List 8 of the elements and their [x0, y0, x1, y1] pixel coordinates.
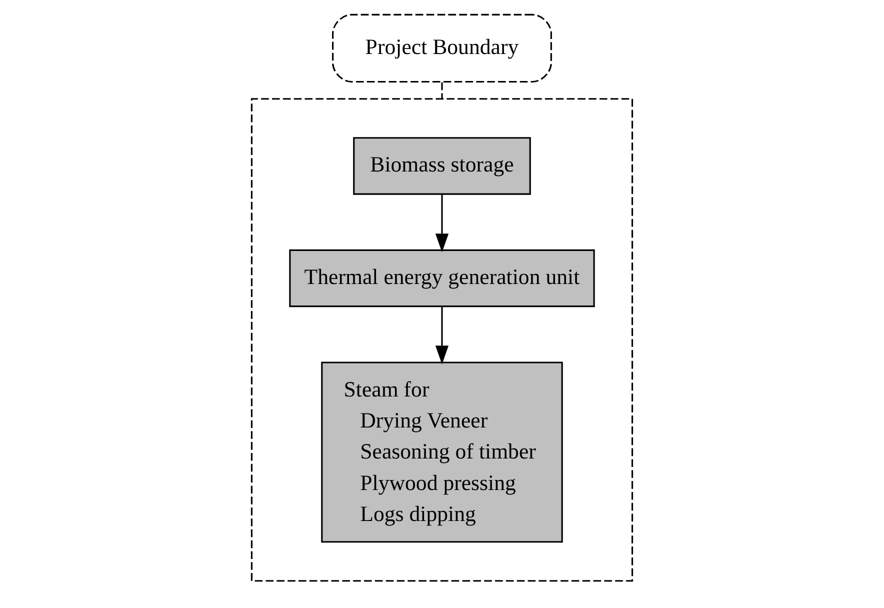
node-box: Biomass storage [353, 137, 531, 195]
arrow [435, 306, 449, 364]
arrow [435, 194, 449, 252]
connector [441, 82, 443, 99]
node-box: Thermal energy generation unit [289, 249, 595, 308]
cluster [250, 98, 634, 582]
node-box: Steam for Drying Veneer Seasoning of timber Plywood pressing Logs dipping [321, 362, 563, 543]
node-box: Project Boundary [332, 14, 552, 83]
